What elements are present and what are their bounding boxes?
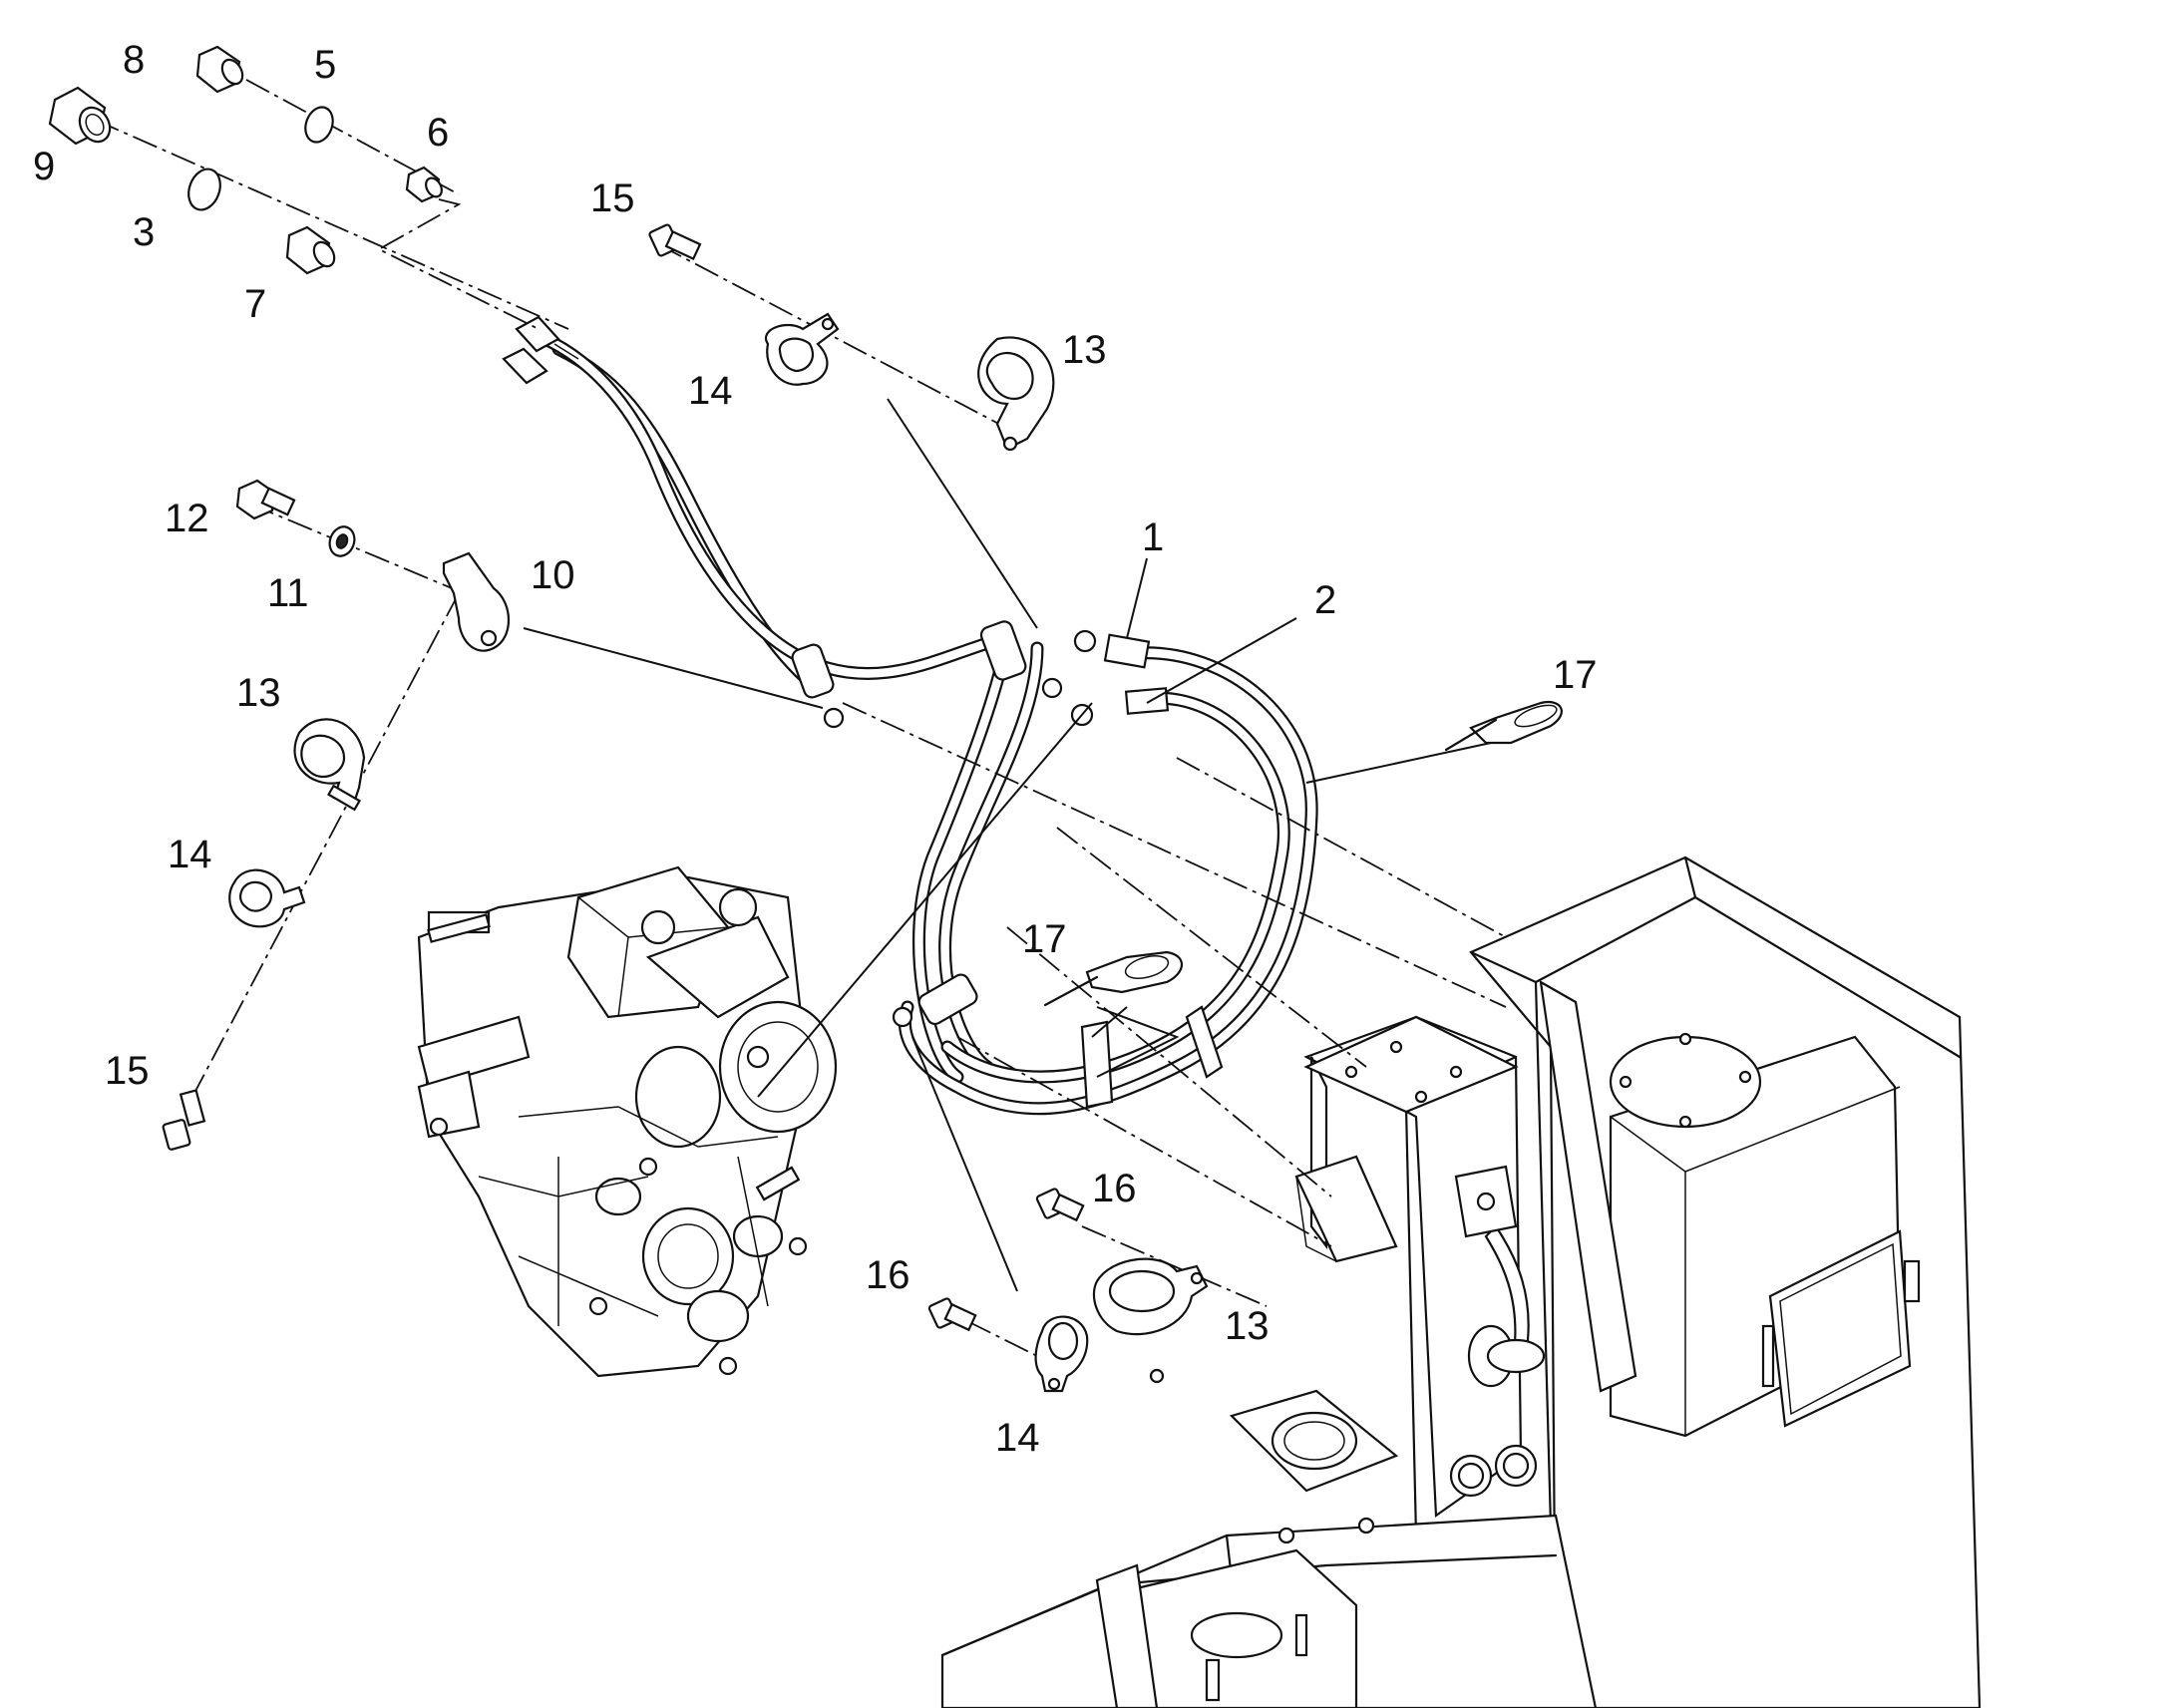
- part-15-bolt-top[interactable]: [648, 223, 702, 261]
- callout-1: 1: [1142, 515, 1164, 559]
- leader-lines: [523, 398, 1492, 1292]
- callout-14-top: 14: [688, 369, 733, 413]
- callout-13-top: 13: [1062, 328, 1107, 372]
- callout-16-upper: 16: [1092, 1167, 1137, 1210]
- callout-5: 5: [314, 43, 336, 87]
- part-17-cable-tie-right[interactable]: [1444, 700, 1563, 752]
- callout-9: 9: [33, 145, 55, 188]
- part-16-bolt-lower[interactable]: [927, 1297, 977, 1332]
- callout-3: 3: [133, 210, 155, 254]
- callout-2: 2: [1314, 578, 1336, 622]
- callout-15-top: 15: [590, 176, 635, 220]
- part-10-bracket[interactable]: [442, 551, 511, 652]
- part-13-clamp-top[interactable]: [977, 336, 1055, 452]
- part-17-cable-tie-middle[interactable]: [1043, 950, 1184, 1007]
- part-14-clamp-bottom[interactable]: [1034, 1315, 1089, 1393]
- part-14-clamp-top[interactable]: [764, 312, 840, 386]
- callout-6: 6: [427, 111, 449, 155]
- machine-frame: [940, 855, 1982, 1708]
- part-3-o-ring[interactable]: [183, 165, 226, 214]
- callout-17-middle: 17: [1022, 917, 1067, 961]
- callout-12: 12: [165, 497, 209, 540]
- callout-10: 10: [531, 553, 575, 597]
- part-9-swivel-nut[interactable]: [48, 86, 116, 148]
- part-7-fitting[interactable]: [285, 225, 338, 275]
- callout-11: 11: [267, 571, 309, 615]
- engine-assembly: [417, 865, 838, 1378]
- part-15-bolt-bottom[interactable]: [162, 1089, 206, 1151]
- callout-13-left: 13: [236, 671, 281, 715]
- callout-8: 8: [123, 38, 145, 82]
- callout-14-bottom: 14: [995, 1416, 1040, 1460]
- callout-7: 7: [244, 282, 266, 326]
- hose-assembly[interactable]: [502, 315, 1318, 1116]
- callout-16-lower: 16: [866, 1253, 910, 1297]
- callout-17-right: 17: [1553, 653, 1598, 697]
- part-12-bolt[interactable]: [235, 479, 296, 520]
- assembly-center-lines: [94, 59, 1507, 1367]
- callout-14-left: 14: [168, 833, 212, 876]
- part-8-fitting[interactable]: [195, 45, 246, 94]
- part-13-clamp-left[interactable]: [293, 718, 366, 812]
- fittings-and-fasteners: [48, 45, 1563, 1393]
- callout-labels: 8 5 9 6 3 7 15 14 13 12 11 10 1 2 17 13 …: [33, 38, 1598, 1460]
- part-14-clamp-left[interactable]: [228, 868, 306, 928]
- part-5-o-ring[interactable]: [301, 104, 338, 147]
- part-16-bolt-upper[interactable]: [1035, 1188, 1085, 1222]
- part-6-fitting[interactable]: [405, 166, 445, 203]
- callout-15-bottom: 15: [105, 1049, 150, 1093]
- part-13-clamp-bottom[interactable]: [1092, 1257, 1209, 1336]
- callout-13-bottom: 13: [1225, 1304, 1270, 1348]
